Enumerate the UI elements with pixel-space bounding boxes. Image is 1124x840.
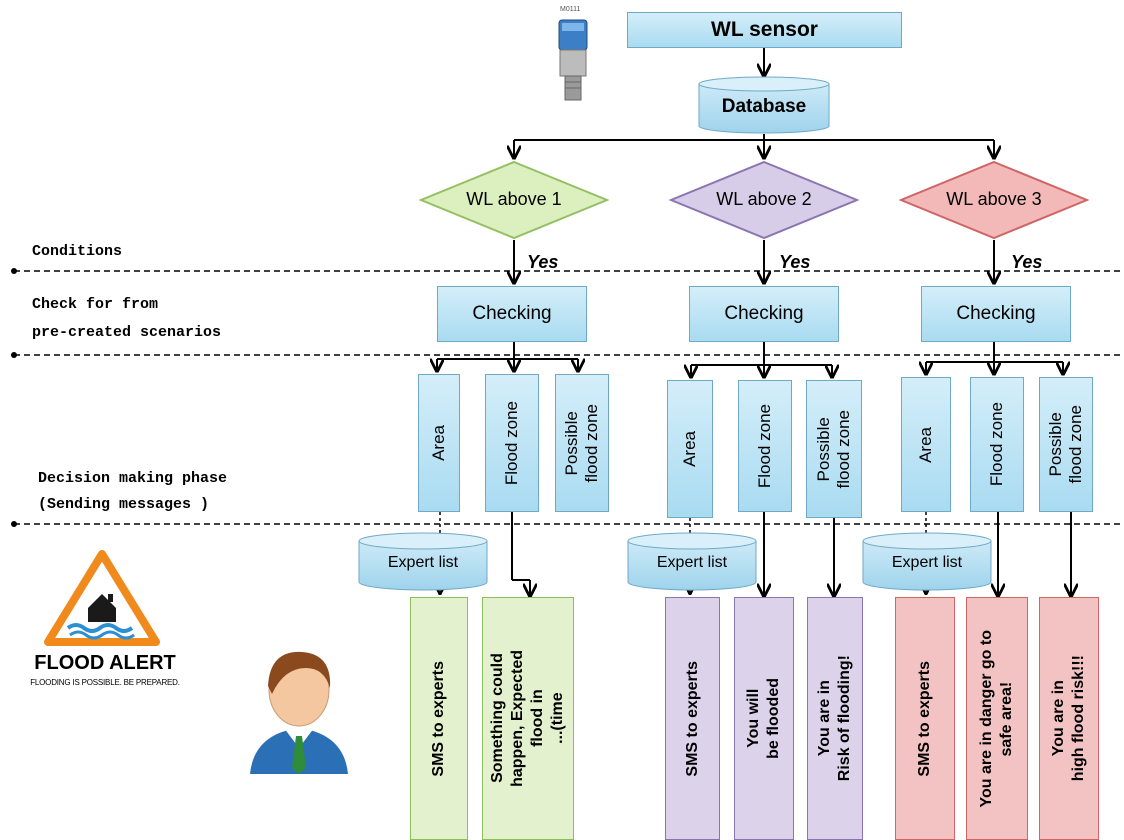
message-box-2-flooded: You will be flooded [734,597,794,840]
flood-zone-label-3: Flood zone [987,402,1006,487]
message-box-3-high-risk: You are in high flood risk!!! [1039,597,1099,840]
database-cylinder: Database [698,76,830,134]
area-box-3: Area [901,377,951,512]
flood-zone-box-3: Flood zone [970,377,1024,512]
flood-zone-label-2: Flood zone [755,403,774,489]
person-icon [244,638,354,774]
sensor-icon: M0111 [548,6,608,102]
phase-check-line2: pre-created scenarios [32,324,222,341]
message-label-2-flooded: You will be flooded [745,678,782,759]
possible-flood-zone-label-3: Possible flood zone [1046,405,1085,484]
condition-diamond-2: WL above 2 [668,160,860,240]
message-label-2-risk: You are in Risk of flooding! [816,655,853,782]
condition-label-3: WL above 3 [946,189,1042,209]
area-box-2: Area [667,380,713,518]
expert-list-icon-1 [358,532,488,591]
wl-sensor-label: WL sensor [711,18,818,41]
yes-label-3: Yes [1011,252,1043,272]
flood-alert-title: FLOOD ALERT [34,652,176,674]
sensor-tag: M0111 [560,6,581,13]
area-label-1: Area [429,425,448,461]
flood-alert-subtitle: FLOODING IS POSSIBLE. BE PREPARED. [30,678,180,687]
checking-label-1: Checking [472,303,552,324]
expert-list-icon-2 [627,532,757,591]
checking-box-3: Checking [921,286,1071,342]
yes-label-1: Yes [527,252,559,272]
message-label-1-sms: SMS to experts [430,660,447,777]
expert-list-label-1: Expert list [387,554,459,571]
expert-list-label-3: Expert list [891,554,963,571]
flood-zone-box-2: Flood zone [738,380,792,512]
area-box-1: Area [418,374,460,512]
flood-alert-sign: FLOOD ALERT FLOODING IS POSSIBLE. BE PRE… [0,548,210,700]
message-label-3-high-risk: You are in high flood risk!!! [1050,655,1087,782]
message-box-3-sms: SMS to experts [895,597,955,840]
flood-zone-box-1: Flood zone [485,374,539,512]
yes-label-2: Yes [779,252,811,272]
message-box-1-sms: SMS to experts [410,597,468,840]
possible-flood-zone-label-1: Possible flood zone [562,403,601,483]
message-box-2-risk: You are in Risk of flooding! [807,597,863,840]
condition-label-1: WL above 1 [466,189,562,209]
checking-box-1: Checking [437,286,587,342]
condition-label-2: WL above 2 [716,189,812,209]
phase-conditions: Conditions [32,243,123,260]
phase-decision-line1: Decision making phase [38,470,228,487]
expert-list-2: Expert list [627,532,757,592]
area-label-3: Area [916,426,935,463]
message-box-3-danger: You are in danger go to safe area! [966,597,1028,840]
possible-flood-zone-box-2: Possible flood zone [806,380,862,518]
checking-box-2: Checking [689,286,839,342]
checking-label-2: Checking [724,303,804,324]
expert-list-3: Expert list [862,532,992,592]
possible-flood-zone-box-1: Possible flood zone [555,374,609,512]
message-label-1-expected: Something could happen, Expected flood i… [489,650,566,787]
phase-decision-line2: (Sending messages ) [38,496,210,513]
checking-label-3: Checking [956,303,1036,324]
flood-zone-label-1: Flood zone [502,400,521,486]
phase-check-line1: Check for from [32,296,159,313]
message-box-2-sms: SMS to experts [665,597,720,840]
flood-warning-icon [44,550,160,646]
message-label-3-sms: SMS to experts [916,660,933,777]
expert-list-label-2: Expert list [656,554,728,571]
condition-diamond-1: WL above 1 [418,160,610,240]
database-label: Database [721,96,807,117]
condition-diamond-3: WL above 3 [898,160,1090,240]
message-box-1-expected: Something could happen, Expected flood i… [482,597,574,840]
wl-sensor-box: WL sensor [627,12,902,48]
area-label-2: Area [680,431,699,467]
possible-flood-zone-box-3: Possible flood zone [1039,377,1093,512]
message-label-2-sms: SMS to experts [683,660,701,777]
possible-flood-zone-label-2: Possible flood zone [814,409,853,489]
message-label-3-danger: You are in danger go to safe area! [978,629,1015,808]
database-icon [698,76,830,134]
expert-list-1: Expert list [358,532,488,592]
expert-list-icon-3 [862,532,992,591]
